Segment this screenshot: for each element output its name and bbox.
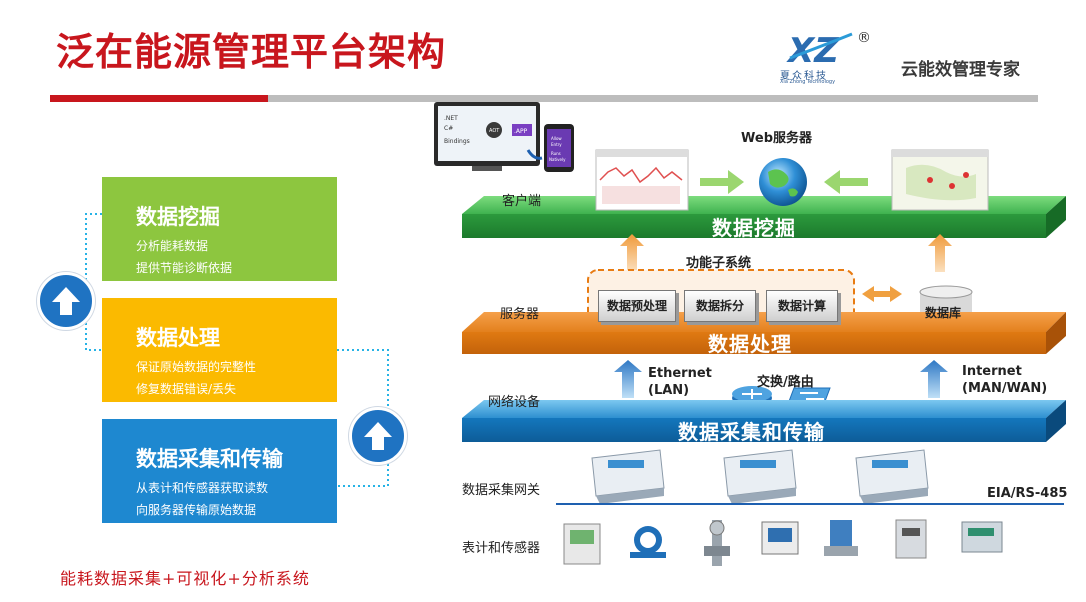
subsystem-compute: 数据计算 bbox=[766, 290, 838, 322]
database-label: 数据库 bbox=[925, 306, 962, 320]
water-meter-icon bbox=[630, 526, 666, 558]
title-underline-red bbox=[50, 95, 268, 102]
up-arrow-icon bbox=[920, 360, 948, 398]
card-line: 分析能耗数据 bbox=[136, 239, 209, 253]
up-arrow-icon bbox=[620, 234, 644, 272]
power-meter-icon bbox=[563, 523, 601, 565]
client-screen-map bbox=[891, 149, 989, 211]
web-server-label: Web服务器 bbox=[741, 131, 812, 146]
title-underline-gray bbox=[268, 95, 1038, 102]
data-gateway-device bbox=[591, 449, 665, 504]
svg-text:Allow: Allow bbox=[551, 136, 562, 141]
gateway-label: 数据采集网关 bbox=[462, 483, 541, 498]
page-title: 泛在能源管理平台架构 bbox=[56, 30, 447, 74]
magnetic-flowmeter-icon bbox=[824, 520, 858, 556]
subsystem-preprocess: 数据预处理 bbox=[598, 290, 676, 322]
svg-text:Entry: Entry bbox=[551, 142, 562, 147]
web-server-globe-icon bbox=[759, 158, 807, 206]
card-title: 数据处理 bbox=[136, 326, 220, 350]
card-data-mining: 数据挖掘 分析能耗数据 提供节能诊断依据 bbox=[102, 177, 337, 281]
layer-collection-top bbox=[462, 400, 1066, 418]
up-arrow-icon bbox=[928, 234, 952, 272]
card-line: 修复数据错误/丢失 bbox=[136, 382, 237, 396]
card-line: 从表计和传感器获取读数 bbox=[136, 481, 269, 495]
server-label: 服务器 bbox=[500, 307, 540, 322]
logo-company-english: Xia Zhong Technology bbox=[780, 79, 836, 85]
card-title: 数据采集和传输 bbox=[136, 447, 283, 471]
io-module-icon bbox=[961, 521, 1003, 553]
card-line: 保证原始数据的完整性 bbox=[136, 360, 257, 374]
registered-mark: ® bbox=[857, 30, 871, 46]
svg-text:Bindings: Bindings bbox=[444, 138, 470, 145]
client-screen-chart bbox=[595, 149, 689, 211]
meters-label: 表计和传感器 bbox=[462, 541, 541, 556]
green-arrow-icon bbox=[824, 170, 868, 194]
up-arrow-icon bbox=[349, 407, 407, 465]
slogan: 云能效管理专家 bbox=[901, 60, 1020, 80]
client-label: 客户端 bbox=[502, 194, 542, 209]
svg-text:Natively: Natively bbox=[549, 157, 566, 162]
wan-label: (MAN/WAN) bbox=[962, 381, 1048, 396]
ethernet-label: Ethernet bbox=[648, 366, 712, 381]
lan-label: (LAN) bbox=[648, 383, 690, 398]
bus-label: EIA/RS-485 bbox=[987, 486, 1068, 501]
switch-router-label: 交换/路由 bbox=[757, 375, 814, 390]
gas-meter-icon bbox=[895, 519, 927, 559]
svg-text:AOT: AOT bbox=[489, 128, 500, 134]
internet-label: Internet bbox=[962, 364, 1022, 379]
card-connectors bbox=[85, 213, 389, 487]
card-data-collection: 数据采集和传输 从表计和传感器获取读数 向服务器传输原始数据 bbox=[102, 419, 337, 523]
up-arrow-icon bbox=[37, 272, 95, 330]
flow-meter-icon bbox=[704, 520, 730, 566]
layer-collection-label: 数据采集和传输 bbox=[678, 420, 825, 444]
footer-caption: 能耗数据采集+可视化+分析系统 bbox=[60, 569, 310, 588]
up-arrow-icon bbox=[614, 360, 642, 398]
layer-mining-label: 数据挖掘 bbox=[712, 216, 796, 240]
function-subsystem-label: 功能子系统 bbox=[686, 256, 752, 271]
layer-collection-front bbox=[462, 418, 1046, 442]
logo-company-name: 夏众科技 bbox=[780, 71, 828, 82]
svg-text:.APP: .APP bbox=[514, 128, 528, 135]
double-arrow-icon bbox=[862, 286, 902, 302]
data-gateway-device bbox=[855, 449, 929, 504]
network-device-label: 网络设备 bbox=[488, 395, 541, 410]
svg-text:Runs: Runs bbox=[551, 151, 561, 156]
dotnet-monitor-image: .NET C# Bindings AOT .APP Allow Entry Ru… bbox=[434, 102, 574, 172]
card-data-processing: 数据处理 保证原始数据的完整性 修复数据错误/丢失 bbox=[102, 298, 337, 402]
card-line: 提供节能诊断依据 bbox=[136, 261, 233, 275]
svg-text:.NET: .NET bbox=[444, 115, 458, 122]
data-gateway-device bbox=[723, 449, 797, 504]
subsystem-split: 数据拆分 bbox=[684, 290, 756, 322]
layer-mining-front bbox=[462, 214, 1046, 238]
card-line: 向服务器传输原始数据 bbox=[136, 503, 257, 517]
layer-processing-front bbox=[462, 332, 1046, 354]
company-logo: XZ bbox=[786, 31, 853, 68]
card-title: 数据挖掘 bbox=[136, 205, 220, 229]
panel-meter-icon bbox=[761, 521, 799, 555]
green-arrow-icon bbox=[700, 170, 744, 194]
svg-text:C#: C# bbox=[444, 125, 453, 132]
layer-processing-label: 数据处理 bbox=[708, 332, 792, 356]
